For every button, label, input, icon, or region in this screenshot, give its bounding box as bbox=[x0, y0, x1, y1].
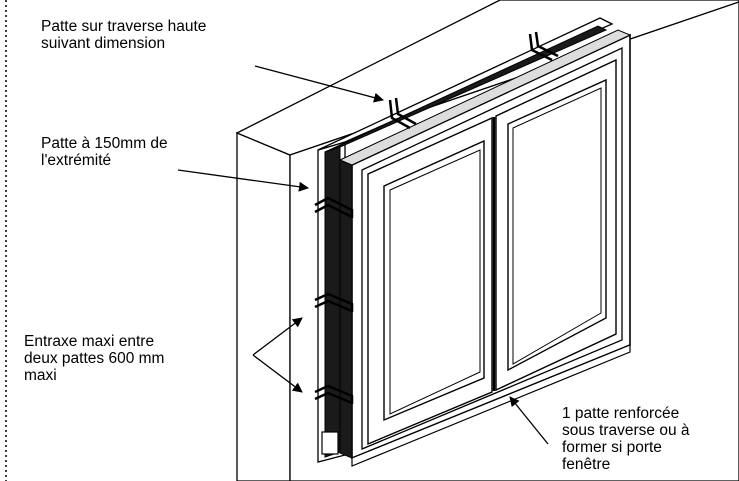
label-top-patte-line-1: Patte sur traverse haute bbox=[41, 18, 207, 35]
label-reinforced-line-4: fenêtre bbox=[562, 456, 611, 473]
label-entraxe-line-2: deux pattes 600 mm bbox=[24, 350, 165, 367]
arrow-end-patte bbox=[177, 169, 309, 192]
arrow-entraxe-up bbox=[252, 317, 303, 356]
lug-top-2 bbox=[528, 31, 559, 62]
label-entraxe-line-3: maxi bbox=[24, 367, 57, 384]
lug-upper-left bbox=[314, 196, 354, 219]
label-reinforced-line-3: former si porte bbox=[562, 439, 662, 456]
label-reinforced: 1 patte renforcée sous traverse ou à for… bbox=[562, 405, 690, 473]
label-top-patte-line-2: suivant dimension bbox=[41, 35, 166, 52]
label-top-patte: Patte sur traverse haute suivant dimensi… bbox=[41, 18, 206, 52]
lug-lower-left bbox=[314, 384, 354, 405]
sash-left-bead bbox=[389, 149, 481, 415]
arrow-top-patte bbox=[254, 65, 384, 103]
label-end-patte-line-2: l'extrémité bbox=[41, 152, 112, 169]
sash-left-glass bbox=[383, 139, 485, 422]
window-sill bbox=[351, 344, 631, 467]
sash-right-glass bbox=[507, 78, 607, 372]
window-frame-depth-top bbox=[338, 29, 632, 166]
lug-top-1 bbox=[388, 97, 417, 130]
label-reinforced-line-2: sous traverse ou à bbox=[562, 422, 690, 439]
label-end-patte-line-1: Patte à 150mm de bbox=[41, 135, 168, 152]
wall-front-face bbox=[236, 132, 291, 481]
label-reinforced-line-1: 1 patte renforcée bbox=[562, 405, 680, 422]
lug-middle-left bbox=[314, 292, 354, 313]
label-entraxe-line-1: Entraxe maxi entre bbox=[24, 333, 155, 350]
sill-block bbox=[321, 431, 339, 455]
label-entraxe: Entraxe maxi entre deux pattes 600 mm ma… bbox=[24, 333, 164, 384]
arrow-entraxe-down bbox=[252, 354, 303, 393]
arrow-reinforced bbox=[509, 396, 549, 445]
label-end-patte: Patte à 150mm de l'extrémité bbox=[41, 135, 168, 169]
sash-right-bead bbox=[512, 87, 602, 365]
